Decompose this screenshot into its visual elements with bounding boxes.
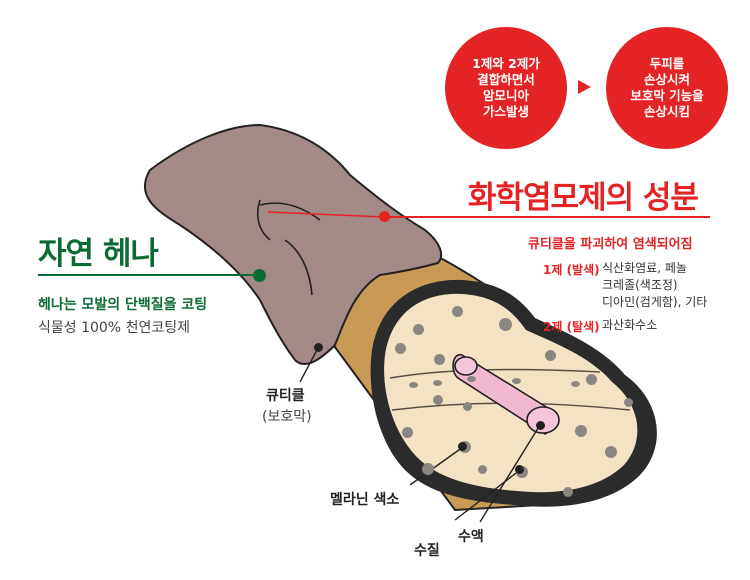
melanin-dot xyxy=(413,324,424,335)
process-step-1-text: 1제와 2제가 결합하면서 암모니아 가스발생 xyxy=(472,56,540,119)
pointer-dot xyxy=(379,211,390,222)
melanin-dot xyxy=(512,378,521,384)
melanin-dot xyxy=(422,463,434,475)
natural-henna-subtitle: 헤나는 모발의 단백질을 코팅 xyxy=(38,297,208,313)
melanin-dot xyxy=(605,446,617,458)
pointer-line xyxy=(267,211,386,218)
melanin-dot xyxy=(395,343,406,354)
melanin-dot xyxy=(463,402,472,411)
coating-fold xyxy=(284,239,313,296)
melanin-dot xyxy=(452,306,463,317)
chemical-divider xyxy=(388,216,710,218)
henna-coating xyxy=(143,123,443,365)
step-1-label: 1제 (발색) xyxy=(543,263,600,277)
arrow-right-icon xyxy=(578,80,591,94)
melanin-dot xyxy=(434,354,445,365)
chemical-dye-title: 화학염모제의 성분 xyxy=(468,180,699,216)
melanin-label: 멜라닌 색소 xyxy=(330,492,400,508)
pointer-dot xyxy=(515,465,524,474)
process-step-1: 1제와 2제가 결합하면서 암모니아 가스발생 xyxy=(445,27,567,149)
process-step-2: 두피를 손상시켜 보호막 기능을 손상시킴 xyxy=(606,27,728,149)
medulla-end xyxy=(526,406,560,434)
pointer-dot xyxy=(253,269,266,282)
melanin-dot xyxy=(409,382,418,388)
melanin-dot xyxy=(575,425,587,437)
step-2-label: 2제 (탈색) xyxy=(543,320,600,334)
melanin-dot xyxy=(402,427,413,438)
melanin-dot xyxy=(624,398,633,407)
medulla-start xyxy=(454,356,478,376)
pointer-dot xyxy=(458,442,467,451)
melanin-dot xyxy=(571,381,580,387)
melanin-dot xyxy=(545,350,556,361)
natural-divider xyxy=(38,274,258,276)
melanin-dot xyxy=(586,374,597,385)
melanin-dot xyxy=(433,395,443,405)
cuticle-label: 큐티클 xyxy=(266,388,305,404)
step-1-text: 식산화염료, 페놀 크레졸(색조정) 디아민(검게함), 기타 xyxy=(602,261,708,309)
medulla-label: 수액 xyxy=(458,529,484,545)
cortex-line xyxy=(389,368,601,379)
pointer-dot xyxy=(314,343,323,352)
natural-henna-note: 식물성 100% 천연코팅제 xyxy=(38,320,190,336)
melanin-dot xyxy=(467,376,476,382)
melanin-dot xyxy=(433,380,442,386)
pointer-line xyxy=(299,347,319,383)
chemical-dye-subtitle: 큐티클을 파괴하여 염색되어짐 xyxy=(528,237,693,252)
pointer-line xyxy=(454,469,521,521)
melanin-dot xyxy=(499,318,512,331)
pointer-dot xyxy=(536,421,545,430)
pointer-line xyxy=(479,424,541,523)
coating-fold xyxy=(259,202,321,221)
melanin-dot xyxy=(478,465,487,474)
pointer-line xyxy=(409,446,464,486)
natural-henna-title: 자연 헤나 xyxy=(38,236,159,272)
cortex-label: 수질 xyxy=(414,543,440,559)
coating-fold xyxy=(256,199,271,241)
process-step-2-text: 두피를 손상시켜 보호막 기능을 손상시킴 xyxy=(630,56,704,119)
cuticle-sub-label: (보호막) xyxy=(262,409,312,425)
melanin-dot xyxy=(563,487,573,497)
step-2-text: 과산화수소 xyxy=(602,318,658,332)
